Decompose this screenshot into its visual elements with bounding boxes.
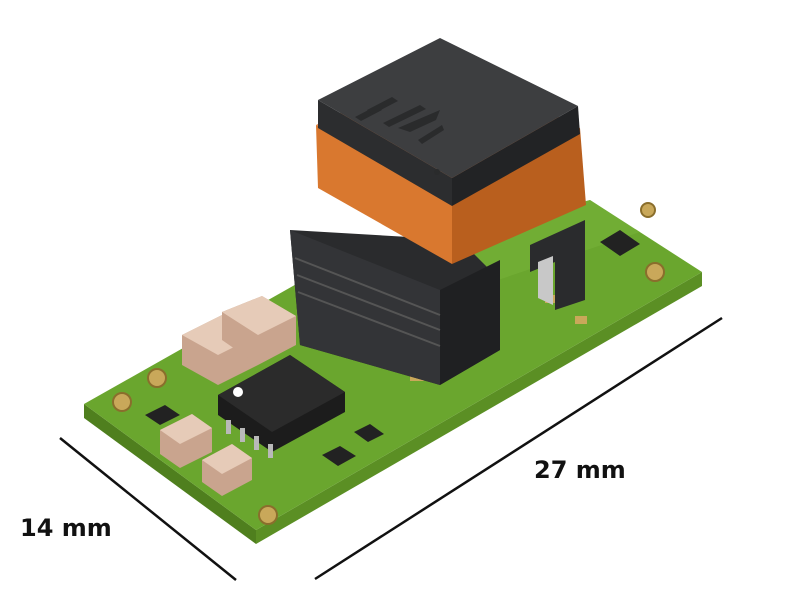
ceramic-capacitors <box>160 296 296 496</box>
transformer-brand-logo <box>355 97 444 175</box>
transformer-core <box>318 38 580 206</box>
mounting-pads <box>112 202 665 525</box>
length-dimension-line <box>314 316 723 581</box>
width-dimension-label: 14 mm <box>20 514 112 542</box>
ic-chip <box>218 355 345 458</box>
width-dimension-line <box>59 437 237 581</box>
pin1-marker <box>233 387 243 397</box>
smd-components <box>145 230 640 466</box>
transformer-bobbin <box>290 220 585 385</box>
length-dimension-label: 27 mm <box>534 456 626 484</box>
